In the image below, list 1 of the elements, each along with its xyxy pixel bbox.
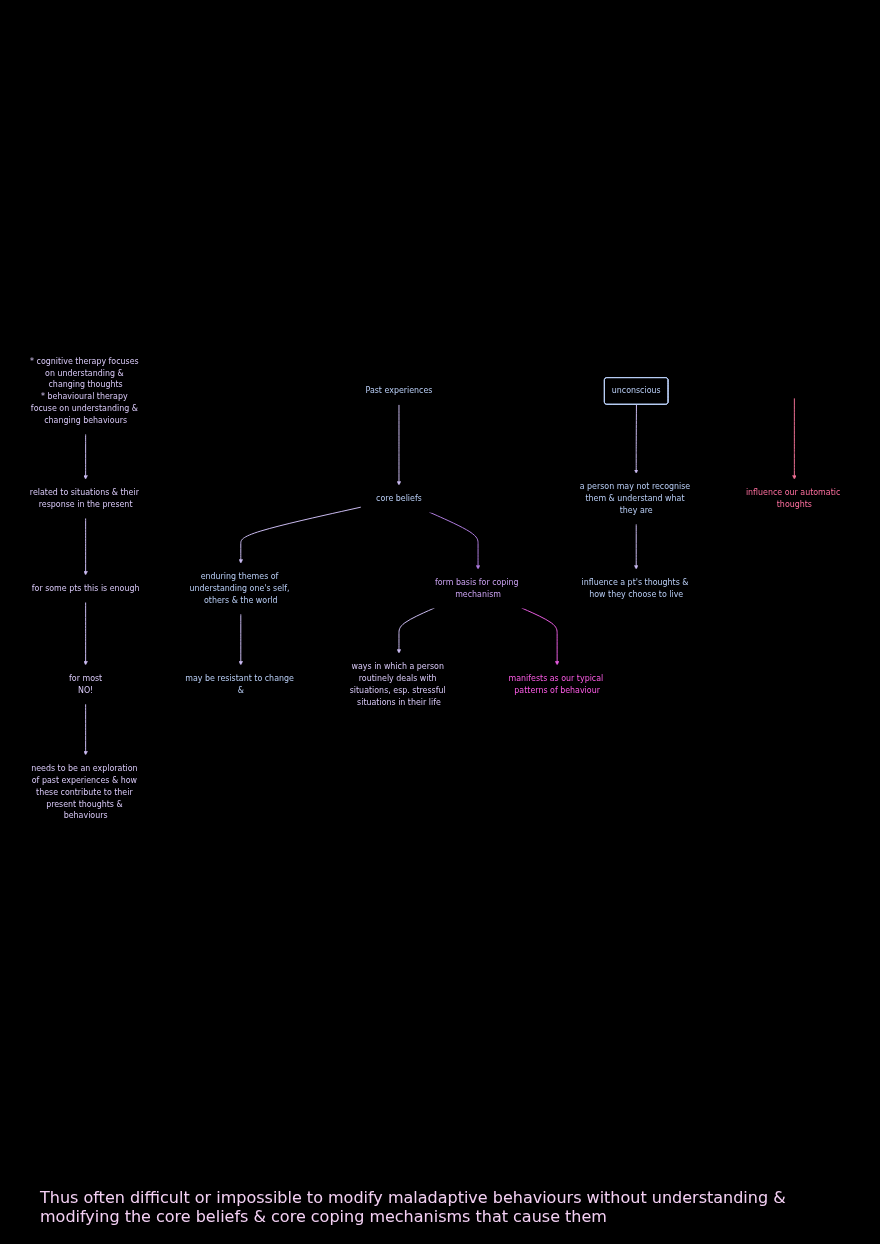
- note-text: Thus often difficult or impossible to modify maladaptive behaviours without understanding & modifying the core beliefs & core coping mechanisms that cause them: [40, 1188, 787, 1226]
